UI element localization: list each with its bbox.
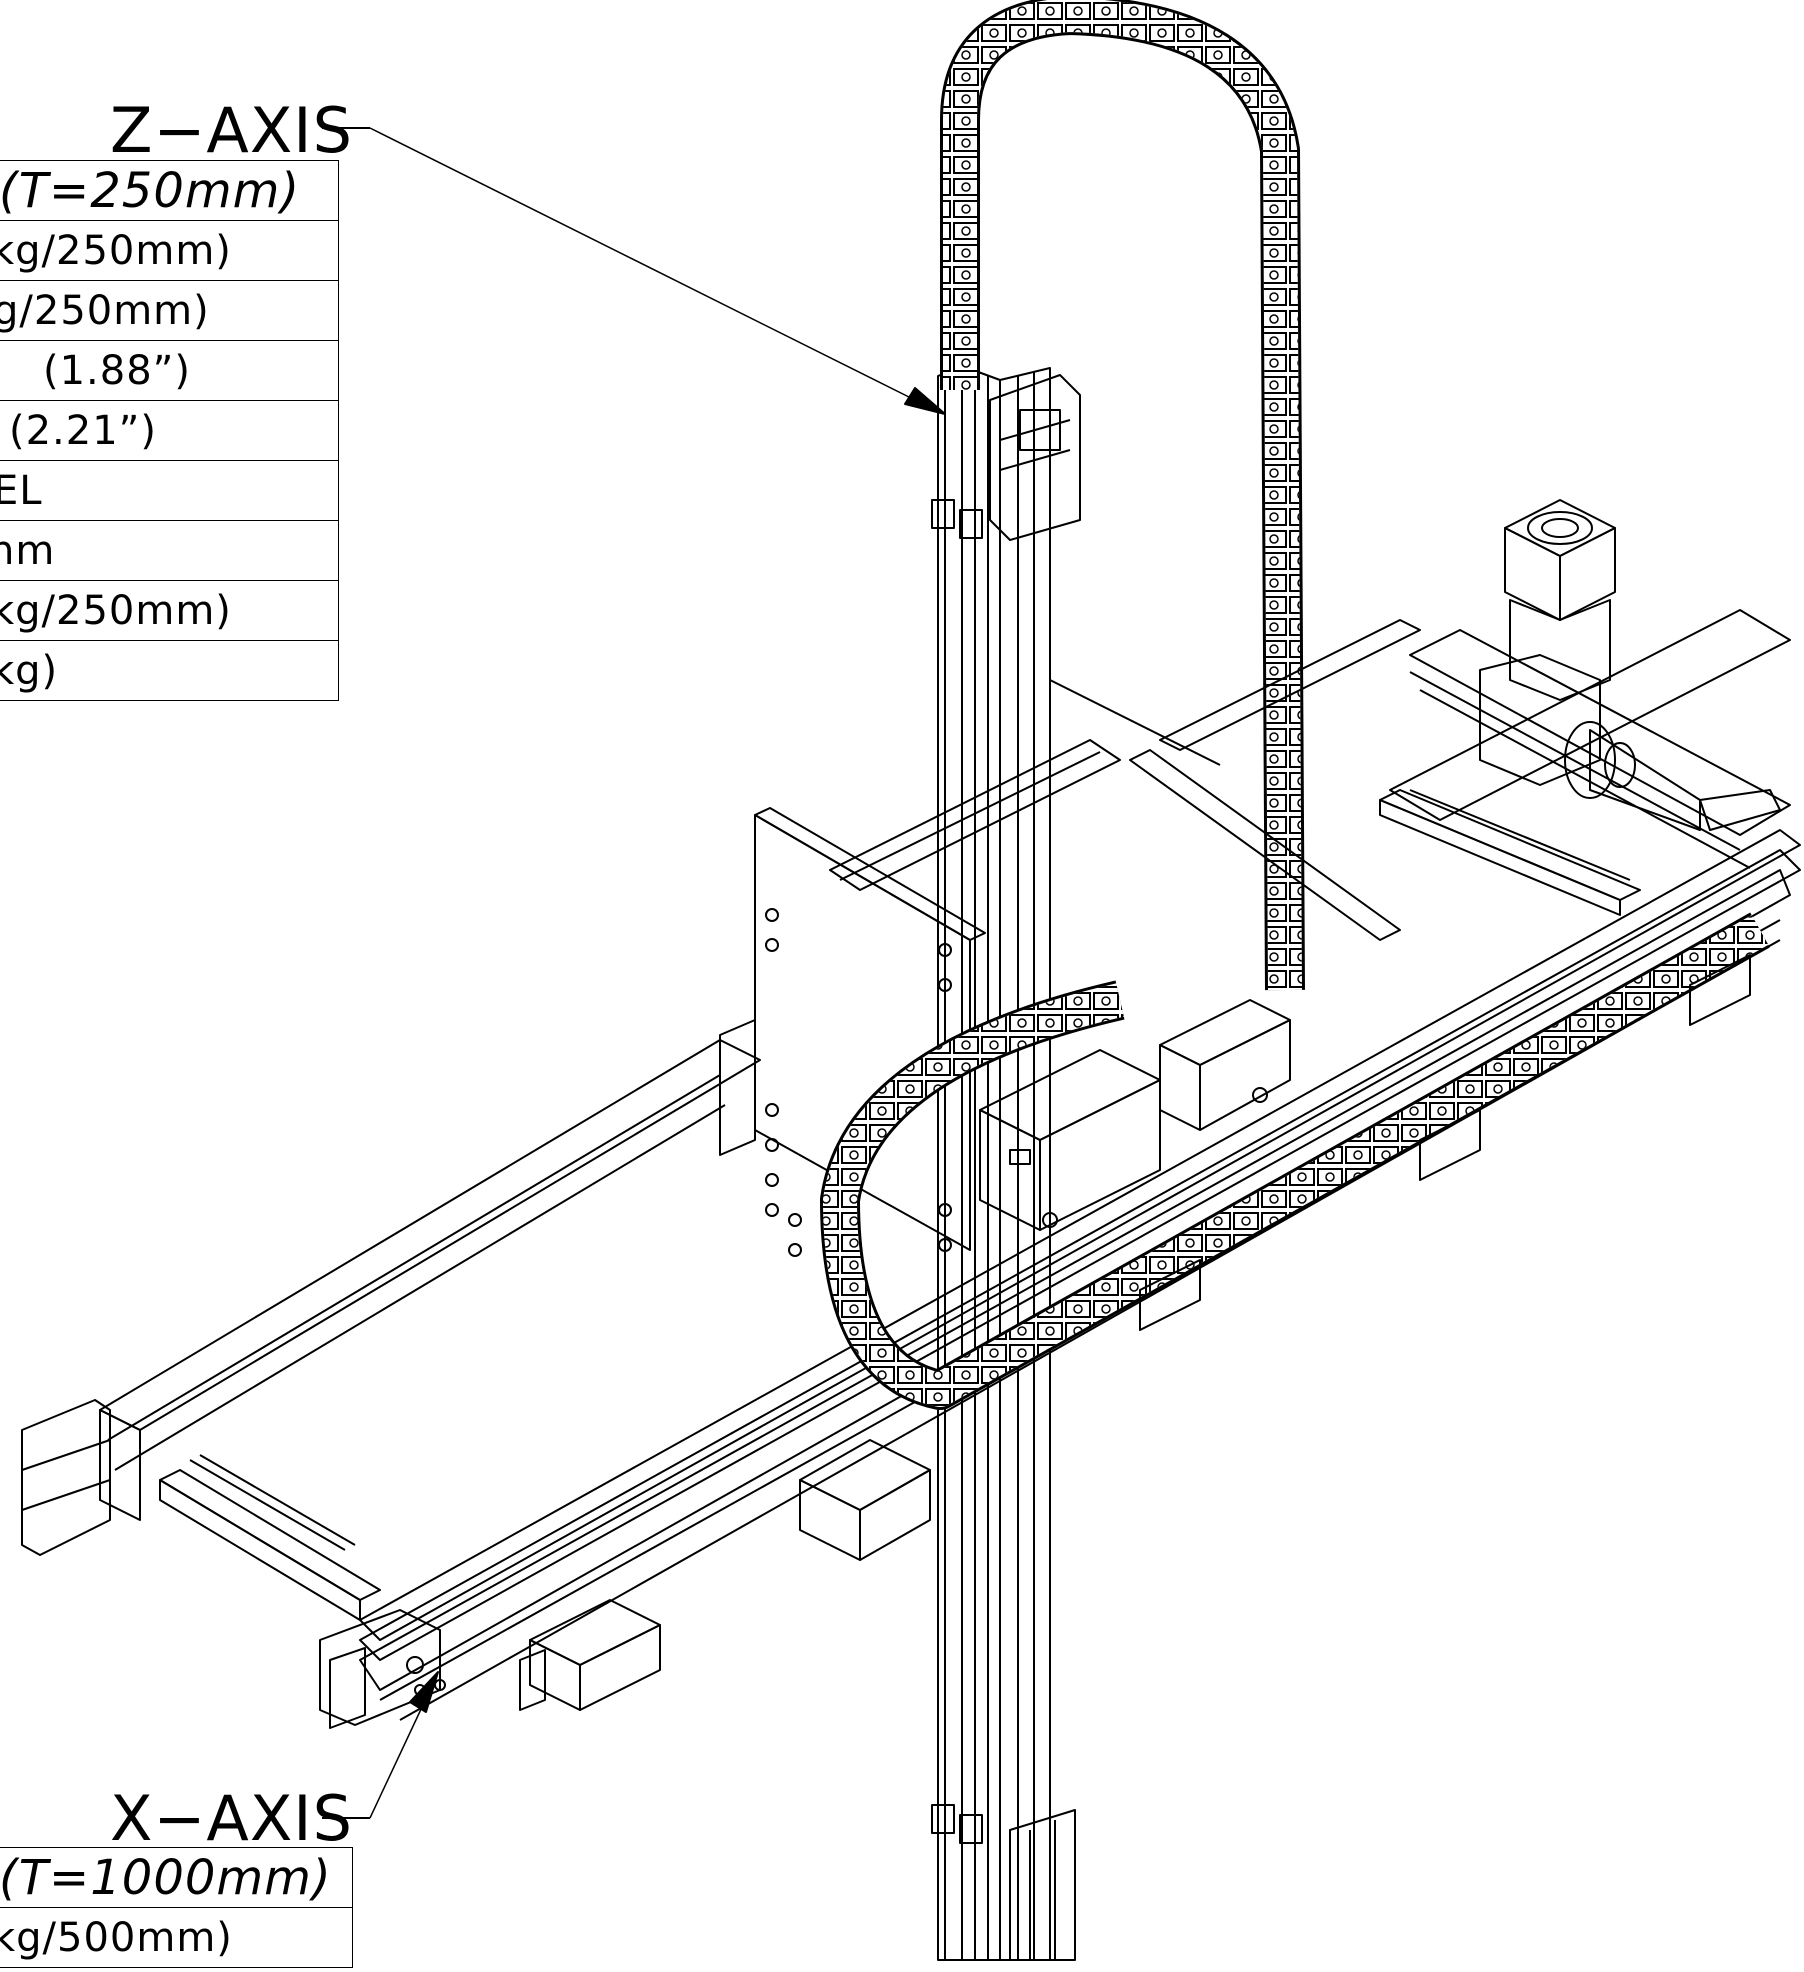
table-row: kg/500mm) [0, 1907, 353, 1968]
rear-rail [1389, 609, 1791, 869]
motor-gearbox [1479, 499, 1781, 831]
table-row: (2.21”) [0, 400, 340, 461]
front-long-rail [319, 829, 1801, 1729]
mounting-plate [719, 807, 986, 1257]
table-row: (1.88”) [0, 340, 340, 401]
central-carriage [979, 999, 1291, 1231]
table-row: (T=250mm) [0, 160, 340, 221]
z-spec-cell: kg/250mm) [0, 580, 340, 641]
table-row: nm [0, 520, 340, 581]
z-axis-leader-line [322, 127, 946, 415]
z-cable-chain [940, 0, 1305, 991]
x-carriage-block [519, 1439, 931, 1711]
table-row: kg) [0, 640, 340, 701]
z-spec-cell: (2.21”) [0, 400, 340, 461]
rear-cross-beam [1379, 789, 1641, 916]
frame-top-rails [829, 619, 1421, 941]
table-row: EL [0, 460, 340, 521]
z-column [931, 365, 1076, 1961]
left-long-rail [21, 1039, 761, 1556]
x-axis-spec-table: (T=1000mm) kg/500mm) [0, 1847, 353, 1968]
z-spec-cell: kg/250mm) [0, 220, 340, 281]
table-row: kg/250mm) [0, 220, 340, 281]
x-spec-header: (T=1000mm) [0, 1847, 353, 1908]
table-row: g/250mm) [0, 280, 340, 341]
front-cross-beam [159, 1454, 381, 1621]
z-spec-cell: (1.88”) [0, 340, 340, 401]
x-spec-cell: kg/500mm) [0, 1907, 353, 1968]
z-spec-cell: EL [0, 460, 340, 521]
z-carriage-top [989, 374, 1081, 541]
table-row: (T=1000mm) [0, 1847, 353, 1908]
z-spec-cell: g/250mm) [0, 280, 340, 341]
z-spec-header: (T=250mm) [0, 160, 340, 221]
x-axis-title: X−AXIS [110, 1782, 353, 1855]
z-axis-spec-table: (T=250mm) kg/250mm) g/250mm) (1.88”) (2.… [0, 160, 340, 701]
table-row: kg/250mm) [0, 580, 340, 641]
z-spec-cell: kg) [0, 640, 340, 701]
x-cable-chain [820, 912, 1770, 1410]
z-spec-cell: nm [0, 520, 340, 581]
z-axis-title: Z−AXIS [110, 94, 353, 167]
